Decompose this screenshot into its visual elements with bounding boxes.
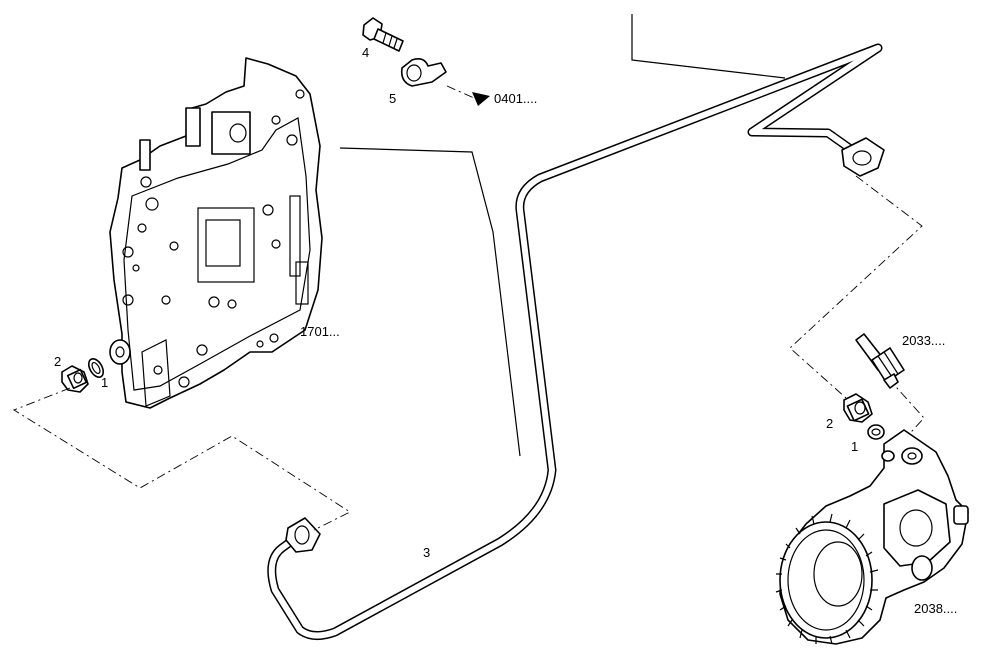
left-fitting-part-2[interactable] — [61, 365, 89, 393]
sensor[interactable] — [855, 333, 905, 389]
label-bolt: 4 — [362, 45, 369, 60]
pipe-nut-upper — [841, 137, 885, 177]
label-right-fitting: 2 — [826, 416, 833, 431]
pipe-part-3[interactable] — [267, 43, 885, 640]
label-right-washer: 1 — [851, 439, 858, 454]
pump[interactable] — [775, 429, 969, 645]
right-fitting-part-2[interactable] — [843, 393, 873, 423]
labels: 4 5 0401.... 1701... 2 1 3 2033.... 2 1 … — [54, 45, 957, 616]
label-pipe: 3 — [423, 545, 430, 560]
label-plate-ref: 1701... — [300, 324, 340, 339]
cover-plate[interactable] — [109, 57, 323, 409]
pipe-nut-lower — [285, 517, 321, 553]
connection-dashed-lines — [12, 175, 925, 531]
label-left-washer: 1 — [101, 375, 108, 390]
clamp-part-5[interactable] — [400, 58, 447, 87]
label-pump-ref: 2038.... — [914, 601, 957, 616]
label-clamp: 5 — [389, 91, 396, 106]
label-sensor-ref: 2033.... — [902, 333, 945, 348]
left-washer-part-1[interactable] — [86, 356, 106, 379]
label-left-fitting: 2 — [54, 354, 61, 369]
bolt-part-4[interactable] — [362, 17, 404, 52]
leader-lines — [339, 14, 786, 457]
label-clamp-ref: 0401.... — [494, 91, 537, 106]
right-washer-part-1[interactable] — [867, 424, 885, 440]
clamp-ref-arrow — [446, 85, 490, 106]
